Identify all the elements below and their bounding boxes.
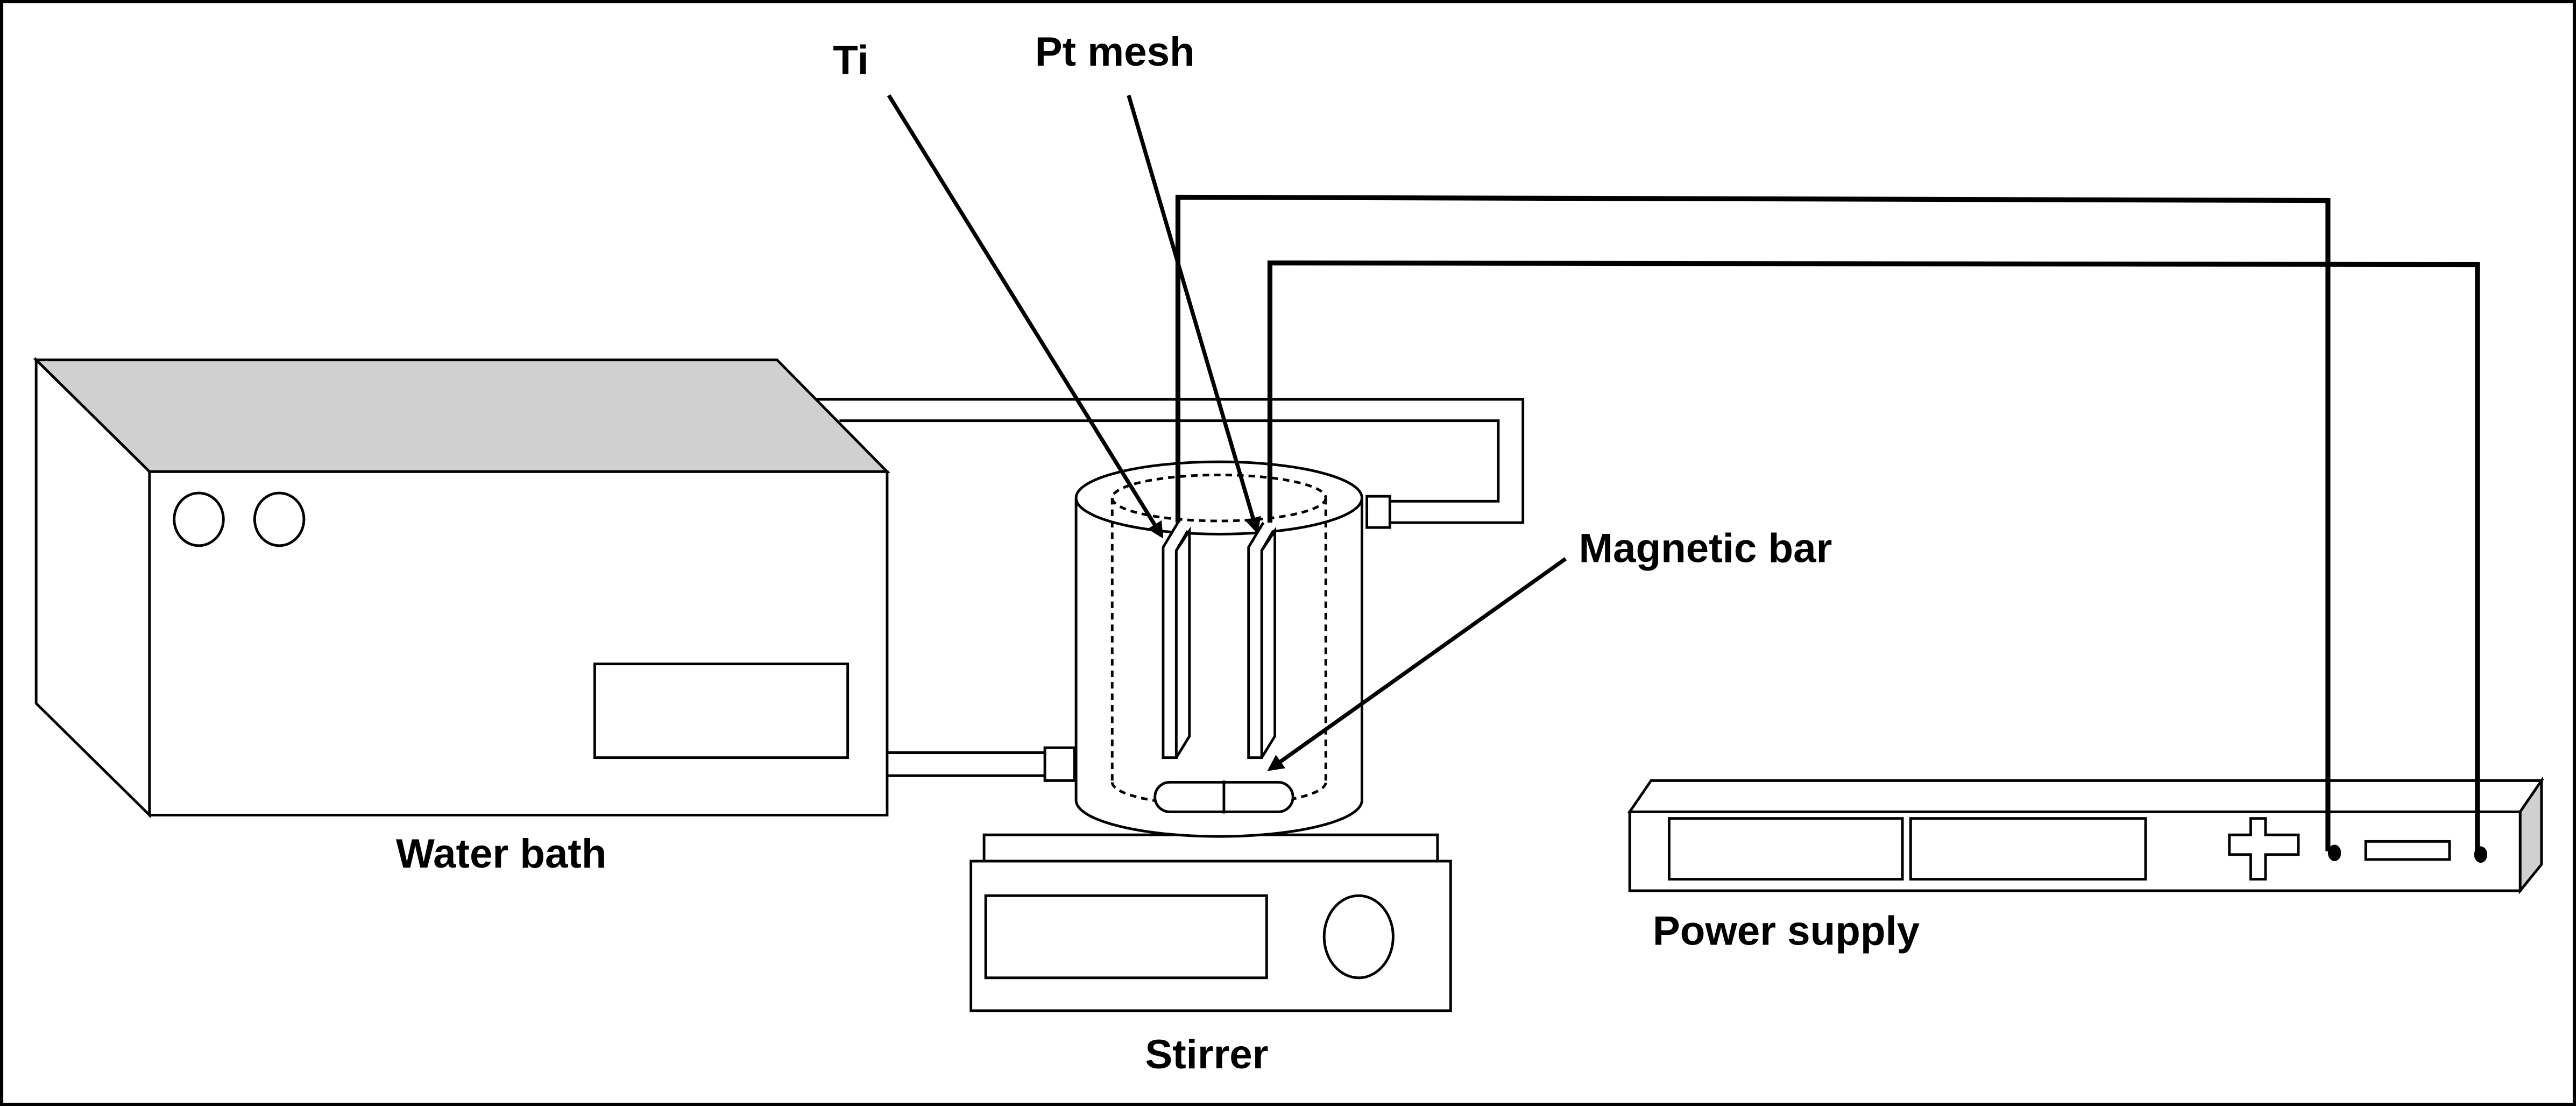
label-power-supply: Power supply [1653,908,1920,954]
stirrer-knob [1322,894,1395,980]
stirrer-display [984,894,1268,980]
ti-leader-arrow [887,94,1164,539]
wire-ti-to-positive [1175,194,2331,851]
wires [1175,194,2480,851]
power-supply-top [1627,779,2544,813]
circulation-pipes [816,398,1525,782]
water-bath-display [593,663,850,759]
label-stirrer: Stirrer [1145,1032,1268,1077]
ti-electrode-edge [1175,526,1191,758]
power-supply [1627,776,2544,894]
cell-rim [1074,460,1363,536]
water-bath-top [33,358,890,473]
cell-inner-bottom [1110,782,1327,807]
plus-terminal-icon [2228,817,2300,881]
label-pt-mesh: Pt mesh [1035,29,1195,75]
wire-pt-to-negative [1267,260,2480,851]
water-bath-knob-2 [253,491,306,547]
cell-outer-wall [1074,498,1363,838]
positive-terminal [2327,844,2341,862]
water-bath-front [148,470,889,816]
pt-mesh-leader-arrow [1127,95,1261,534]
pipe-top-inner [839,419,1500,503]
stirrer [969,833,1452,1012]
power-supply-display-1 [1667,817,1904,881]
label-magnetic-bar: Magnetic bar [1579,525,1832,571]
pipe-bottom-connector [1043,746,1076,782]
stirrer-plate [982,833,1439,863]
pipe-top-outer [816,398,1525,524]
pipe-top-connector [1365,495,1391,529]
water-bath-knob-1 [173,491,225,547]
electrochemical-cell [1074,460,1363,838]
label-ti: Ti [833,37,868,83]
minus-terminal-icon [2364,840,2451,861]
power-supply-display-2 [1909,817,2147,881]
magnetic-bar-leader-arrow [1267,557,1567,771]
pt-mesh-electrode-edge [1261,526,1277,758]
label-water-bath: Water bath [396,831,607,877]
water-bath [33,356,890,819]
